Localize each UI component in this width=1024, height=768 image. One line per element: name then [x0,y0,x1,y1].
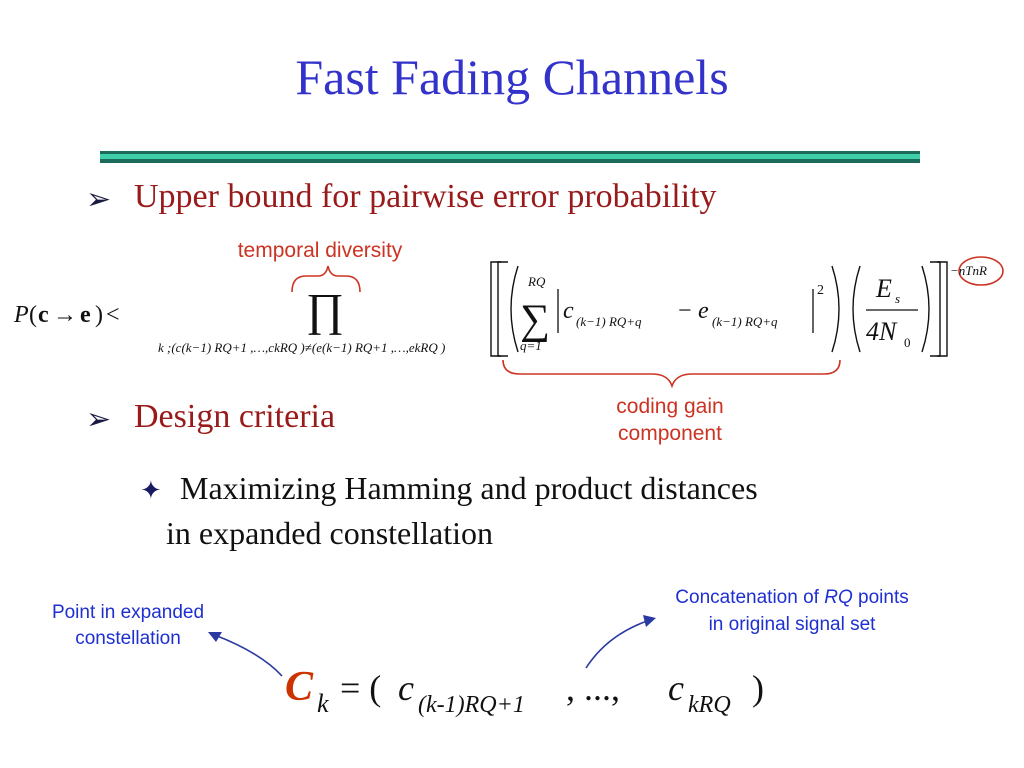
lhs-c: c [38,302,49,328]
bullet-2-marker: ➢ [86,403,112,436]
frac-num-sub: s [895,291,900,306]
bullet-2-text: Design criteria [134,398,336,435]
term-c-sub: (k−1) RQ+q [576,314,642,329]
lhs-arrow: → [53,302,77,328]
term-c: c [563,298,574,324]
point-expanded-line1: Point in expanded [51,602,205,623]
lhs-e: e [80,302,91,328]
ck-eq: = ( [340,668,381,708]
sum-lower: q=1 [520,338,542,353]
sum-upper: RQ [527,274,546,289]
temporal-diversity-label: temporal diversity [237,239,403,262]
svg-text:): ) [95,302,103,328]
svg-text:(: ( [29,302,37,328]
sub-bullet-line1: Maximizing Hamming and product distances [180,470,758,506]
sub-bullet-marker: ✦ [140,476,162,505]
ck-c2: c [668,668,684,708]
square-exp: 2 [817,283,824,298]
ck-close: ) [752,668,764,708]
concat-label-line1: Concatenation of RQ points [622,586,962,611]
ck-c2-sub: kRQ [688,692,731,718]
concat-text-rq: RQ [824,587,853,608]
product-subscript: k ;(c(k−1) RQ+1 ,…,ckRQ )≠(e(k−1) RQ+1 ,… [158,340,445,355]
term-minus: − [678,298,692,324]
ck-dots: , ..., [566,668,620,708]
coding-gain-label-line1: coding gain [616,395,724,418]
title-divider [100,151,920,163]
frac-den-sub: 0 [904,335,911,350]
coding-gain-label-line2: component [618,422,722,445]
term-e: e [698,298,709,324]
sub-bullet-line2: in expanded constellation [166,515,494,551]
concat-text-b: points [858,587,909,608]
ck-c1: c [398,668,414,708]
ck-k: k [317,689,329,718]
ck-c1-sub: (k-1)RQ+1 [418,692,525,718]
bullet-1-marker: ➢ [86,183,112,216]
concat-label-line2: in original signal set [708,614,876,635]
ck-C: C [285,664,314,710]
slide-title: Fast Fading Channels [295,49,729,105]
product-symbol: ∏ [306,284,344,335]
term-e-sub: (k−1) RQ+q [712,314,778,329]
exponent: −nTnR [950,263,987,278]
sum-symbol: ∑ [520,297,550,343]
frac-den: 4N [866,317,898,346]
bullet-1-text: Upper bound for pairwise error probabili… [134,178,717,215]
point-expanded-line2: constellation [75,628,181,649]
lhs-lt: < [106,302,120,328]
frac-num-E: E [875,274,892,303]
concat-text-a: Concatenation of [675,587,819,608]
lhs-P: P [13,302,29,328]
